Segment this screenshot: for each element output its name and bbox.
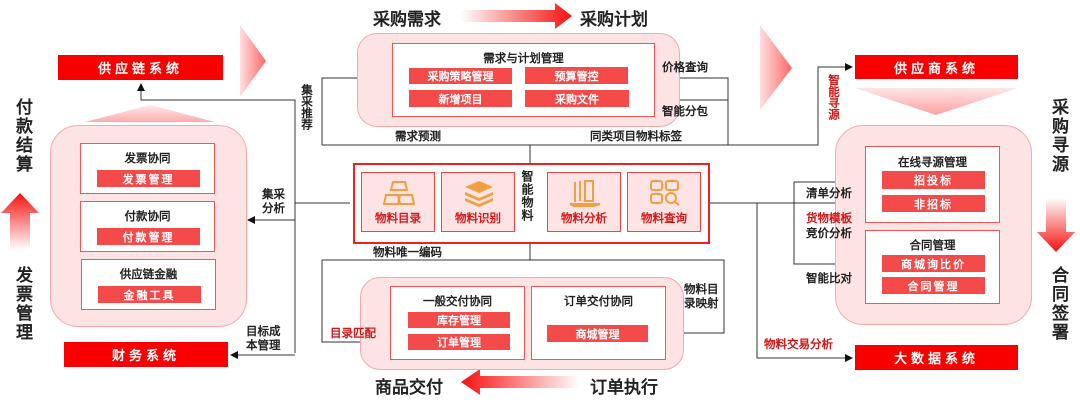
side-label-payment: 付款结算 xyxy=(12,98,32,174)
material-identify-card[interactable]: 物料识别 xyxy=(441,172,515,232)
flow-label-plan: 采购计划 xyxy=(580,10,648,30)
grid-search-icon xyxy=(650,180,680,206)
finance-tools-button[interactable]: 金融工具 xyxy=(98,286,201,303)
flow-label-delivery: 商品交付 xyxy=(375,378,443,398)
label-unique-code: 物料唯一编码 xyxy=(373,245,442,259)
new-project-button[interactable]: 新增项目 xyxy=(409,90,512,107)
card-title: 发票协同 xyxy=(124,151,171,165)
side-label-invoice: 发票管理 xyxy=(12,266,32,342)
card-title: 供应链金融 xyxy=(119,267,178,281)
label-price-query: 价格查询 xyxy=(662,60,708,74)
label-bid-analysis: 竞价分析 xyxy=(806,226,852,240)
big-data-system[interactable]: 大数据系统 xyxy=(855,345,1018,370)
material-query-card[interactable]: 物料查询 xyxy=(627,172,701,232)
invoice-card: 发票协同 发票管理 xyxy=(80,143,215,194)
flow-arrow-right xyxy=(460,3,572,29)
label-list-analysis: 清单分析 xyxy=(806,186,852,200)
card-label: 物料分析 xyxy=(561,211,607,225)
supply-chain-system[interactable]: 供应链系统 xyxy=(58,55,223,80)
card-title: 需求与计划管理 xyxy=(483,51,564,65)
card-title: 在线寻源管理 xyxy=(898,155,967,169)
documents-icon xyxy=(569,180,601,207)
card-title: 一般交付协同 xyxy=(423,294,492,308)
budget-control-button[interactable]: 预算管控 xyxy=(525,67,628,84)
supplier-system[interactable]: 供应商系统 xyxy=(855,55,1018,79)
label-jicai-fenxi: 集采分析 xyxy=(262,187,285,215)
label-catalog-match: 目录匹配 xyxy=(330,326,376,340)
flow-arrow-down xyxy=(1037,198,1075,252)
card-title: 付款协同 xyxy=(124,209,171,223)
label-catalog-mapping: 物料目录映射 xyxy=(684,282,719,310)
finance-card: 供应链金融 金融工具 xyxy=(81,259,216,310)
material-catalog-card[interactable]: 物料目录 xyxy=(361,172,435,232)
material-analysis-card[interactable]: 物料分析 xyxy=(547,172,621,232)
label-target-cost: 目标成本管理 xyxy=(246,324,281,352)
label-smart-packaging: 智能分包 xyxy=(662,104,708,118)
flow-arrow-up xyxy=(1,193,39,250)
order-delivery-card: 订单交付协同 xyxy=(531,286,666,360)
label-smart-compare: 智能比对 xyxy=(806,271,852,285)
mall-price-compare-button[interactable]: 商城询比价 xyxy=(882,255,985,272)
strategy-management-button[interactable]: 采购策略管理 xyxy=(409,68,512,84)
mall-management-button[interactable]: 商城管理 xyxy=(547,325,648,342)
tender-button[interactable]: 招投标 xyxy=(882,171,985,189)
flow-label-demand: 采购需求 xyxy=(373,10,441,30)
label-trade-analysis: 物料交易分析 xyxy=(764,337,833,351)
contract-management-button[interactable]: 合同管理 xyxy=(882,277,985,294)
card-title: 合同管理 xyxy=(909,238,956,252)
non-tender-button[interactable]: 非招标 xyxy=(882,195,985,212)
inventory-management-button[interactable]: 库存管理 xyxy=(408,312,510,328)
invoice-management-button[interactable]: 发票管理 xyxy=(97,170,200,187)
order-management-button[interactable]: 订单管理 xyxy=(408,334,510,350)
side-label-contract: 合同签署 xyxy=(1048,266,1068,342)
label-jicai-tuijian: 集采推荐 xyxy=(300,84,314,130)
card-label: 物料目录 xyxy=(375,211,421,225)
payment-management-button[interactable]: 付款管理 xyxy=(97,228,200,245)
label-material-tags: 同类项目物料标签 xyxy=(590,129,682,143)
layers-icon xyxy=(465,181,493,207)
card-label: 物料识别 xyxy=(455,211,501,225)
payment-card: 付款协同 付款管理 xyxy=(80,201,215,252)
card-label: 物料查询 xyxy=(641,211,687,225)
stack-blocks-icon xyxy=(383,181,415,205)
card-title: 订单交付协同 xyxy=(564,294,633,308)
flow-label-execution: 订单执行 xyxy=(590,378,658,398)
smart-material-label: 智能物料 xyxy=(520,170,534,222)
procurement-docs-button[interactable]: 采购文件 xyxy=(525,90,629,107)
label-demand-forecast: 需求预测 xyxy=(395,129,441,143)
label-smart-sourcing: 智能寻源 xyxy=(827,74,841,120)
label-goods-template: 货物模板 xyxy=(806,211,852,225)
finance-system[interactable]: 财务系统 xyxy=(64,342,228,367)
flow-arrow-left xyxy=(461,369,580,395)
side-label-sourcing: 采购寻源 xyxy=(1048,98,1068,174)
